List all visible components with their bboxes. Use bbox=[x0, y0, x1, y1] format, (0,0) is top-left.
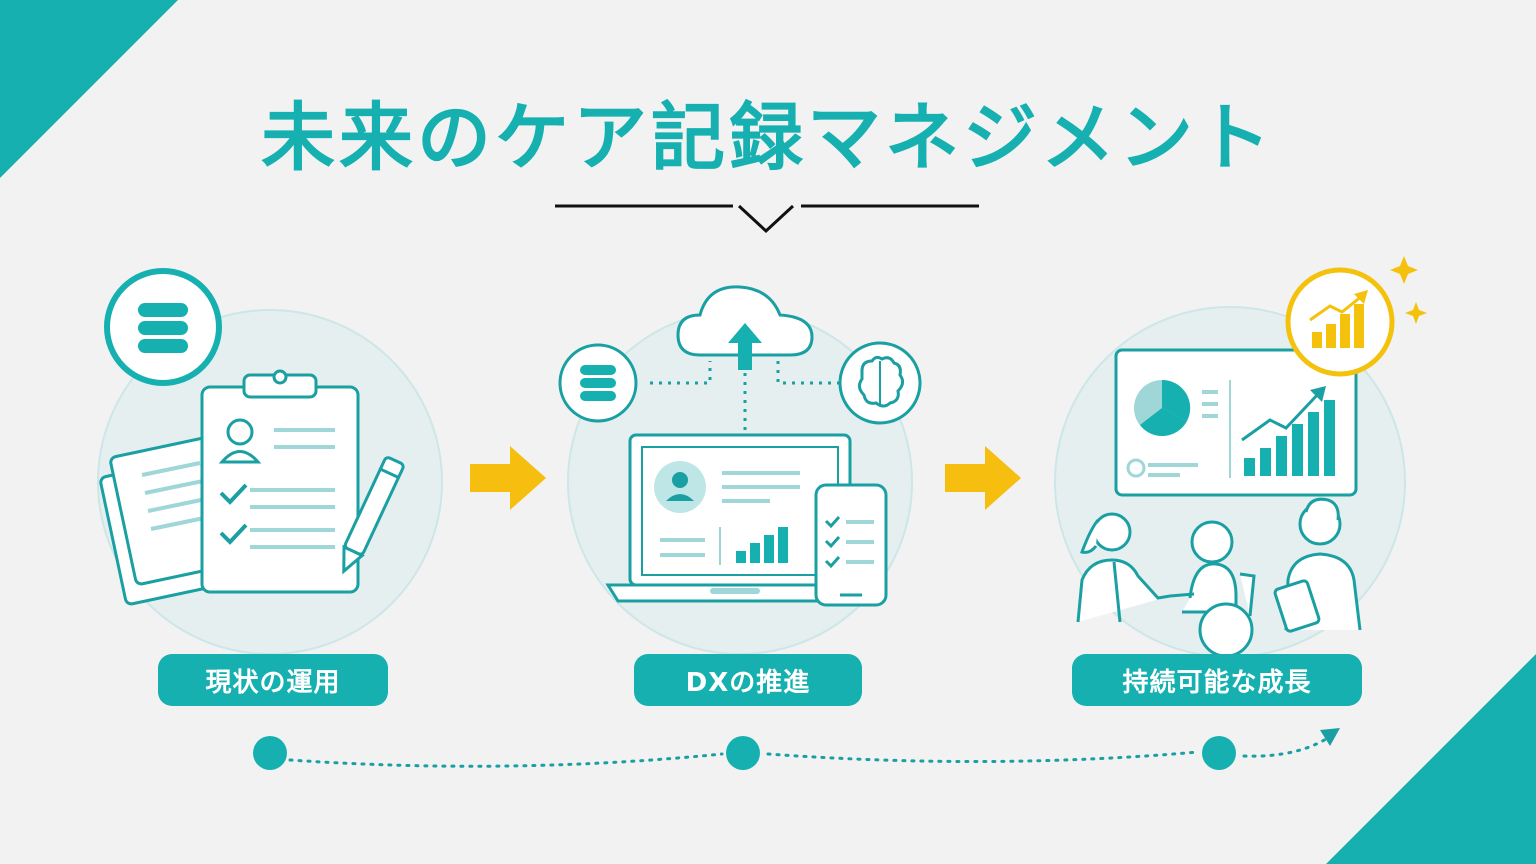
checkmark-icon bbox=[219, 483, 248, 545]
database-icon bbox=[104, 268, 222, 386]
database-icon bbox=[558, 343, 638, 423]
user-icon bbox=[218, 418, 262, 464]
corner-triangle-bottom-right bbox=[1326, 654, 1536, 864]
stage-dx-promotion bbox=[558, 285, 922, 655]
pencil-icon bbox=[342, 456, 405, 575]
stage-label-current-operations: 現状の運用 bbox=[158, 654, 388, 706]
title-divider-chevron bbox=[555, 204, 979, 234]
stage-label-sustainable-growth: 持続可能な成長 bbox=[1072, 654, 1362, 706]
bar-chart-icon bbox=[736, 527, 788, 563]
timeline-node-1 bbox=[253, 736, 287, 770]
timeline-node-3 bbox=[1202, 736, 1236, 770]
stage-current-operations bbox=[97, 268, 443, 655]
laptop-icon bbox=[605, 433, 875, 603]
staff-tablet-icon bbox=[1273, 497, 1362, 633]
brain-icon bbox=[838, 341, 922, 425]
flow-arrow-1 bbox=[470, 446, 546, 510]
wheelchair-icon bbox=[1169, 520, 1256, 658]
timeline-node-2 bbox=[726, 736, 760, 770]
stage-label-dx-promotion: DXの推進 bbox=[634, 654, 862, 706]
clipboard-icon bbox=[200, 369, 360, 594]
sparkle-icon bbox=[1390, 256, 1427, 324]
page-title: 未来のケア記録マネジメント bbox=[261, 95, 1275, 181]
timeline-progress bbox=[253, 728, 1340, 770]
cloud-upload-icon bbox=[676, 285, 814, 370]
growth-chart-icon bbox=[1241, 386, 1335, 476]
dashboard-icon bbox=[1114, 348, 1358, 497]
pie-chart-icon bbox=[1134, 379, 1191, 436]
growth-badge-icon bbox=[1285, 267, 1395, 377]
smartphone-icon bbox=[814, 483, 888, 607]
corner-triangle-top-left bbox=[0, 0, 178, 178]
caregiver-icon bbox=[1076, 512, 1171, 623]
stage-sustainable-growth bbox=[1054, 256, 1427, 658]
avatar bbox=[654, 461, 706, 513]
flow-arrow-2 bbox=[945, 446, 1021, 510]
timeline-arrowhead bbox=[1320, 728, 1340, 746]
